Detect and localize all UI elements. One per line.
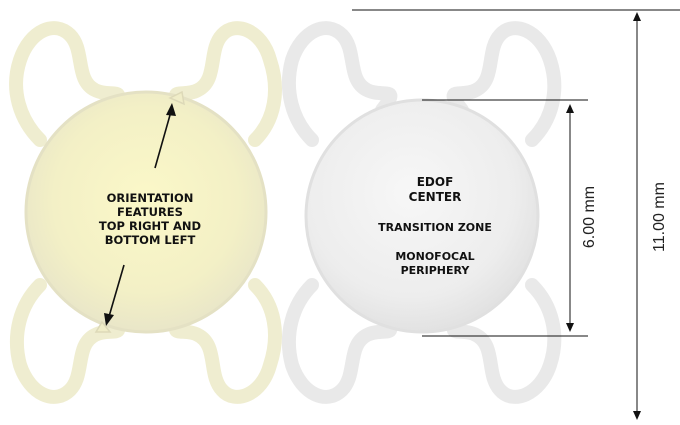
- transition-zone-label: TRANSITION ZONE: [340, 221, 530, 235]
- overall-length-label: 11.00 mm: [651, 177, 669, 257]
- overall-arrow-bottom: [633, 411, 641, 420]
- orientation-label-line-1: ORIENTATION: [70, 191, 230, 205]
- monofocal-periphery-line-2: PERIPHERY: [340, 264, 530, 278]
- edof-center-label: EDOF CENTER: [340, 175, 530, 205]
- optic-diameter-label: 6.00 mm: [581, 182, 599, 252]
- orientation-label-line-2: FEATURES: [70, 205, 230, 219]
- orientation-label: ORIENTATION FEATURES TOP RIGHT AND BOTTO…: [70, 191, 230, 247]
- optic-arrow-top: [566, 104, 574, 113]
- optic-arrow-bottom: [566, 323, 574, 332]
- overall-arrow-top: [633, 12, 641, 21]
- edof-center-line-2: CENTER: [340, 190, 530, 205]
- orientation-label-line-3: TOP RIGHT AND: [70, 219, 230, 233]
- edof-center-line-1: EDOF: [340, 175, 530, 190]
- monofocal-periphery-label: MONOFOCAL PERIPHERY: [340, 250, 530, 278]
- right-lens-optic: [306, 100, 538, 332]
- orientation-label-line-4: BOTTOM LEFT: [70, 233, 230, 247]
- monofocal-periphery-line-1: MONOFOCAL: [340, 250, 530, 264]
